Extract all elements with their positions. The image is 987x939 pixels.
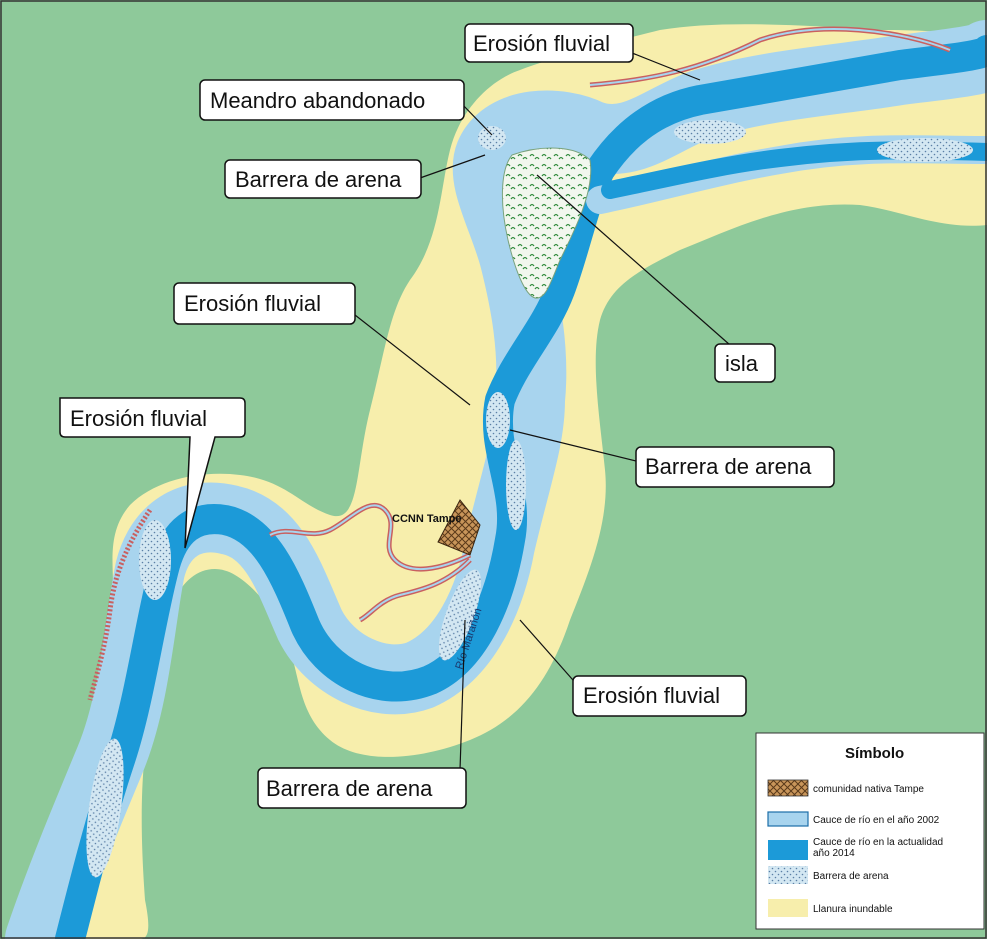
- community-tampe-polygon: [437, 499, 481, 556]
- sandbar-mid: [486, 392, 510, 448]
- svg-text:Barrera de arena: Barrera de arena: [645, 454, 812, 479]
- svg-text:Erosión fluvial: Erosión fluvial: [473, 31, 610, 56]
- tributary-inner-fill: [269, 504, 471, 571]
- community-tampe-label: CCNN Tampe: [392, 513, 461, 525]
- sandbar-left: [139, 520, 171, 600]
- sandbar-bottom-left: [86, 738, 124, 878]
- svg-text:Llanura inundable: Llanura inundable: [813, 904, 893, 915]
- callout-barrera-bottom: Barrera de arena: [257, 767, 467, 809]
- sandbar-right: [877, 138, 973, 162]
- tributary-upper-right-fill: [589, 28, 951, 86]
- legend-blue-square-icon: [768, 840, 808, 860]
- svg-text:comunidad nativa Tampe: comunidad nativa Tampe: [813, 784, 924, 795]
- callout-erosion-mid: Erosión fluvial: [173, 282, 356, 325]
- svg-text:año 2014: año 2014: [813, 848, 855, 859]
- svg-text:Símbolo: Símbolo: [845, 745, 904, 762]
- legend-yellow-square-icon: [768, 899, 808, 917]
- svg-text:Barrera de arena: Barrera de arena: [813, 871, 889, 882]
- legend-hatched-square-icon: [767, 779, 809, 797]
- callout-erosion-bottom: Erosión fluvial: [572, 675, 747, 717]
- callout-meandro-abandonado: Meandro abandonado: [199, 79, 465, 121]
- tributary-lower-fill: [359, 559, 471, 621]
- sandbar-top: [674, 120, 746, 144]
- svg-text:Erosión fluvial: Erosión fluvial: [184, 291, 321, 316]
- svg-text:Barrera de arena: Barrera de arena: [266, 776, 433, 801]
- callout-erosion-top: Erosión fluvial: [464, 23, 634, 63]
- legend-dotted-square-icon: [768, 866, 808, 884]
- svg-text:Erosión fluvial: Erosión fluvial: [70, 406, 207, 431]
- legend-light-blue-square-icon: [767, 811, 809, 827]
- sandbar-lower: [438, 569, 482, 661]
- island: [501, 147, 592, 299]
- sandbar-mid2: [506, 440, 526, 530]
- svg-text:isla: isla: [725, 351, 759, 376]
- svg-text:Meandro abandonado: Meandro abandonado: [210, 88, 425, 113]
- legend: Símbolo comunidad nativa Tampe Cauce de …: [755, 732, 985, 930]
- callout-erosion-left: Erosión fluvial: [59, 397, 246, 549]
- leader-lines: [354, 44, 731, 771]
- callout-barrera-top: Barrera de arena: [224, 159, 422, 199]
- callout-barrera-mid: Barrera de arena: [635, 446, 835, 488]
- callout-isla: isla: [714, 343, 776, 383]
- svg-text:Cauce de río en la actualidad: Cauce de río en la actualidad: [813, 837, 943, 848]
- svg-text:Cauce de río en el año 2002: Cauce de río en el año 2002: [813, 815, 940, 826]
- tributary-left: [87, 508, 153, 701]
- svg-text:Barrera de arena: Barrera de arena: [235, 167, 402, 192]
- svg-text:Erosión fluvial: Erosión fluvial: [583, 683, 720, 708]
- sandbar-topmeander: [478, 126, 506, 150]
